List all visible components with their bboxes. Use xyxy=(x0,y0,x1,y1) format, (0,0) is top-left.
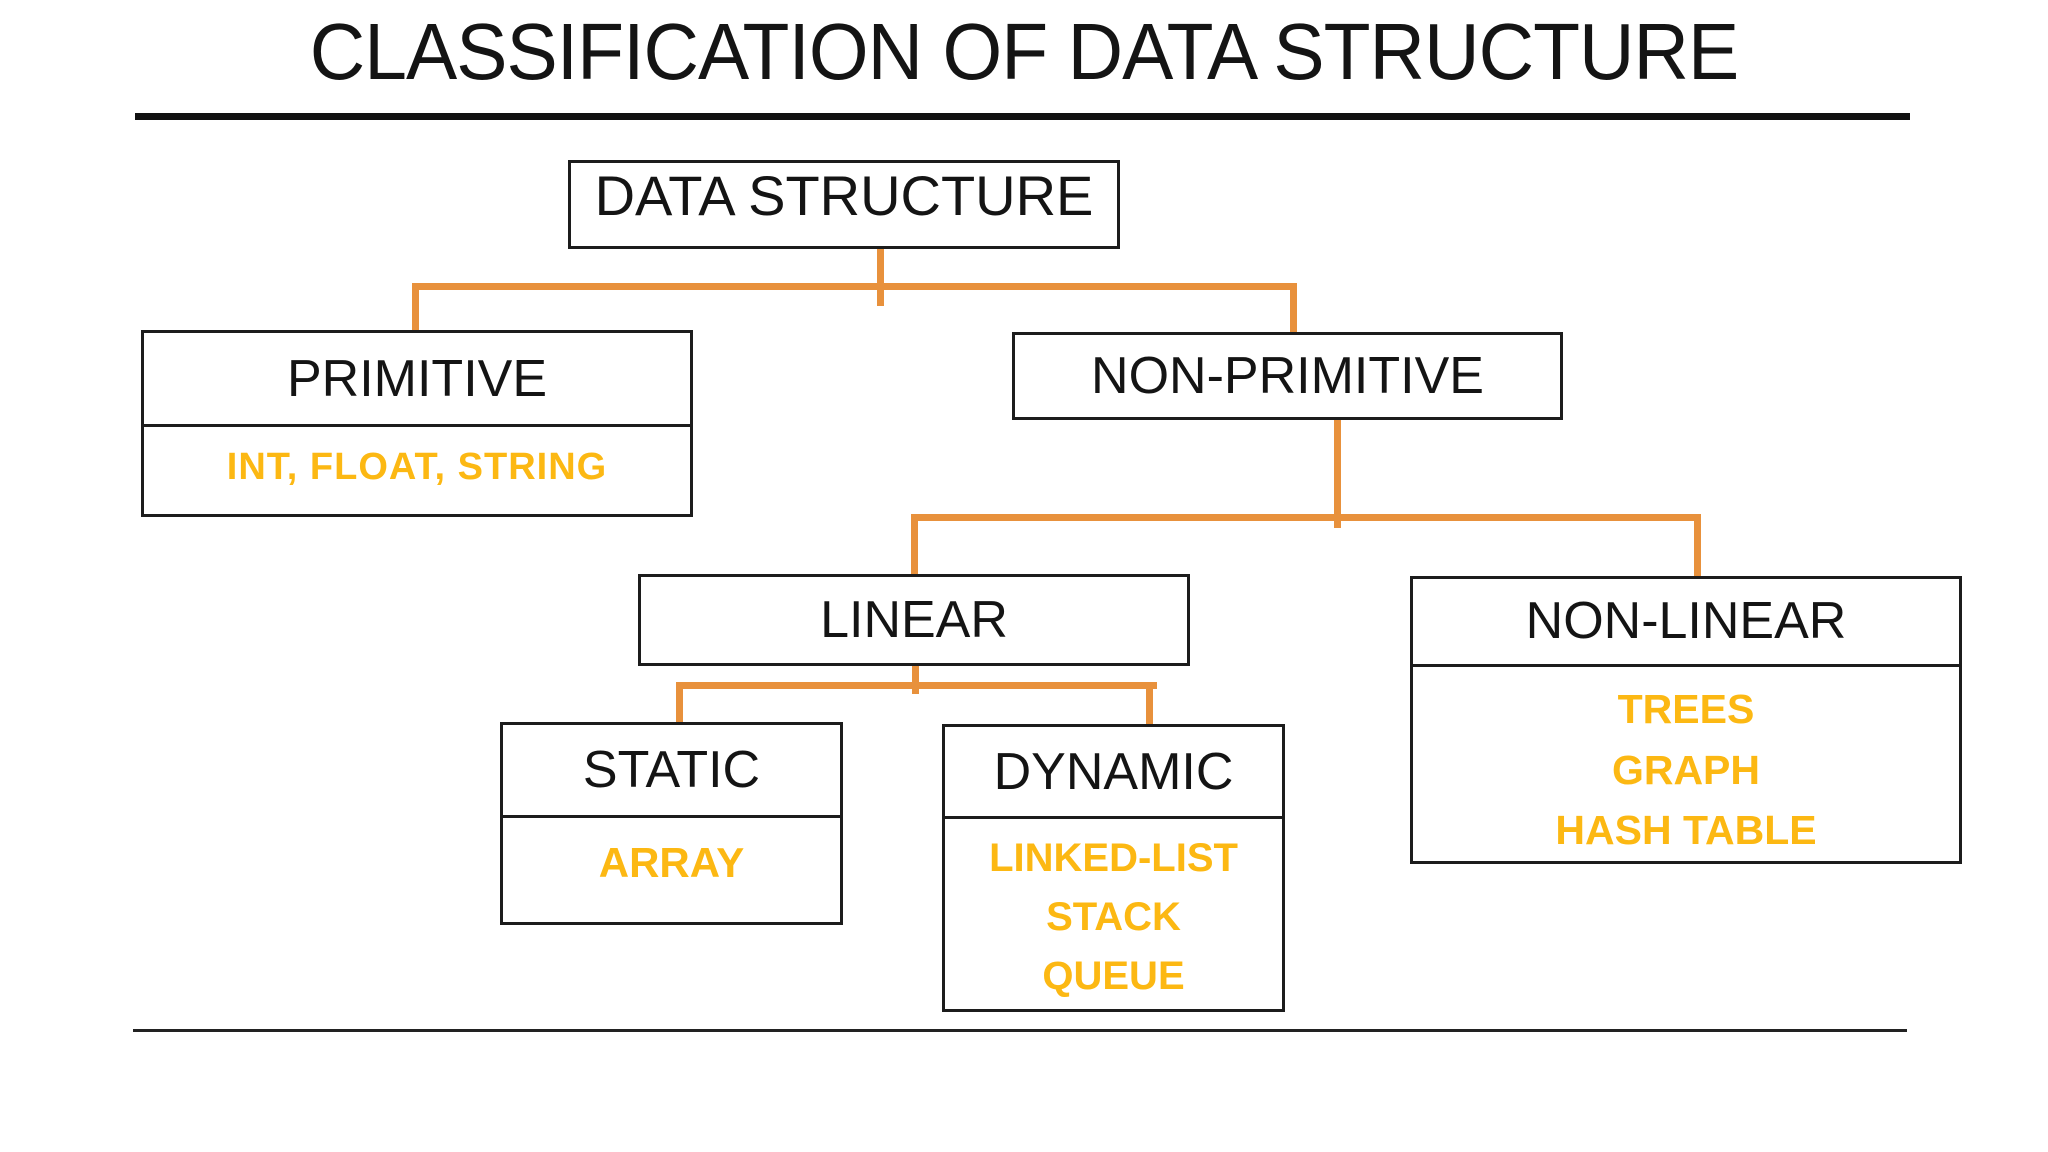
node-dynamic-examples: LINKED-LIST STACK QUEUE xyxy=(945,816,1282,1009)
connector-non-primitive-stem xyxy=(1334,420,1341,528)
node-primitive-label: PRIMITIVE xyxy=(286,349,548,408)
connector-root-stem xyxy=(877,249,884,306)
node-linear: LINEAR xyxy=(638,574,1190,666)
node-non-linear-examples: TREES GRAPH HASH TABLE xyxy=(1413,663,1959,861)
node-primitive-examples: INT, FLOAT, STRING xyxy=(144,424,690,514)
bottom-divider-line xyxy=(133,1029,1907,1032)
node-static-examples: ARRAY xyxy=(503,815,840,922)
node-non-linear-label: NON-LINEAR xyxy=(1525,592,1847,651)
connector-level1-right-drop xyxy=(1290,283,1297,332)
connector-linear-stem xyxy=(912,666,919,694)
node-data-structure-label: DATA STRUCTURE xyxy=(594,164,1094,227)
node-static: STATIC ARRAY xyxy=(500,722,843,925)
node-dynamic-label: DYNAMIC xyxy=(993,742,1234,801)
node-primitive: PRIMITIVE INT, FLOAT, STRING xyxy=(141,330,693,517)
connector-level3-right-drop xyxy=(1146,682,1153,724)
node-linear-label: LINEAR xyxy=(820,591,1008,649)
connector-level1-horizontal xyxy=(412,283,1297,290)
page-title: CLASSIFICATION OF DATA STRUCTURE xyxy=(309,7,1740,96)
connector-level3-horizontal xyxy=(676,682,1157,689)
connector-level1-left-drop xyxy=(412,283,419,330)
connector-level2-right-drop xyxy=(1694,514,1701,576)
node-data-structure: DATA STRUCTURE xyxy=(568,160,1120,249)
node-dynamic: DYNAMIC LINKED-LIST STACK QUEUE xyxy=(942,724,1285,1012)
node-non-primitive-label: NON-PRIMITIVE xyxy=(1091,347,1484,405)
node-non-linear: NON-LINEAR TREES GRAPH HASH TABLE xyxy=(1410,576,1962,864)
connector-level2-horizontal xyxy=(911,514,1701,521)
node-non-primitive: NON-PRIMITIVE xyxy=(1012,332,1563,420)
node-static-label: STATIC xyxy=(582,741,761,799)
connector-level2-left-drop xyxy=(911,514,918,575)
title-underline xyxy=(135,113,1910,120)
connector-level3-left-drop xyxy=(676,682,683,722)
